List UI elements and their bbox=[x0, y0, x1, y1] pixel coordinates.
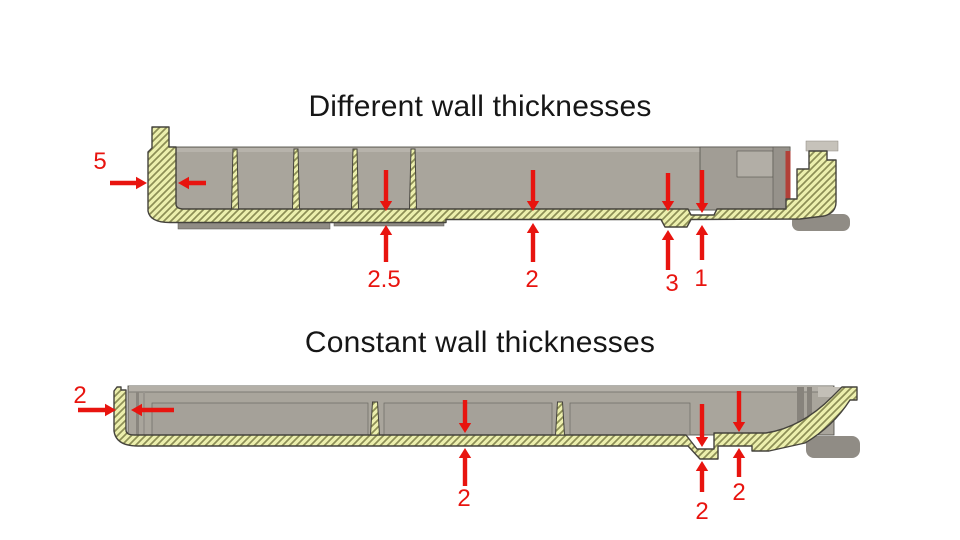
dimension-arrow bbox=[78, 403, 116, 417]
part-body-edge bbox=[807, 387, 812, 432]
rib bbox=[369, 401, 381, 436]
dimension-arrow bbox=[695, 225, 709, 260]
diagram-title-different: Different wall thicknesses bbox=[308, 90, 652, 123]
dimension-arrow bbox=[458, 448, 472, 486]
rib bbox=[554, 401, 566, 436]
part-body-edge bbox=[143, 392, 145, 435]
thickness-label: 2 bbox=[73, 382, 87, 409]
dimension-arrow bbox=[695, 461, 709, 492]
dimension-arrow bbox=[379, 225, 393, 262]
dimension-arrow bbox=[458, 400, 472, 433]
top-part-cross-section bbox=[147, 126, 850, 231]
dimension-arrow bbox=[526, 223, 540, 262]
part-body-block bbox=[818, 387, 842, 397]
rib bbox=[230, 148, 240, 210]
thickness-label: 1 bbox=[694, 265, 708, 292]
thickness-label: 5 bbox=[93, 148, 107, 175]
part-body-highlight bbox=[129, 386, 833, 392]
hatched-section-outline bbox=[113, 386, 858, 460]
thickness-label: 2 bbox=[457, 485, 471, 512]
thickness-label: 2 bbox=[732, 479, 746, 506]
dimension-arrow bbox=[131, 403, 174, 417]
thickness-label: 2 bbox=[525, 266, 539, 293]
part-body-block bbox=[569, 402, 691, 436]
rib bbox=[291, 148, 301, 210]
dimension-arrow bbox=[732, 448, 746, 477]
dimension-arrow bbox=[526, 170, 540, 211]
dimension-arrow bbox=[695, 170, 709, 213]
dimension-arrows-bottom bbox=[78, 391, 746, 492]
dimension-arrow bbox=[178, 176, 206, 190]
dimension-arrow bbox=[661, 173, 675, 211]
seal-stripe bbox=[785, 151, 791, 207]
dimension-arrow bbox=[379, 170, 393, 211]
dimension-arrow bbox=[661, 230, 675, 270]
part-body-edge bbox=[797, 387, 804, 432]
part-body-block bbox=[736, 150, 774, 178]
hatched-section-outline bbox=[147, 126, 837, 228]
rib bbox=[350, 148, 360, 210]
part-body-backing bbox=[806, 436, 860, 458]
thickness-label: 2.5 bbox=[367, 266, 401, 293]
part-body-highlight bbox=[175, 148, 789, 152]
part-body-block bbox=[383, 402, 553, 436]
thickness-label: 3 bbox=[665, 270, 679, 297]
thickness-label: 2 bbox=[695, 498, 709, 525]
dimension-arrow bbox=[110, 176, 147, 190]
part-body-block bbox=[805, 140, 839, 152]
dimension-arrow bbox=[695, 404, 709, 447]
part-body-block bbox=[151, 402, 369, 436]
part-body bbox=[173, 146, 791, 211]
dimension-arrow bbox=[732, 391, 746, 432]
dimension-arrows-top bbox=[110, 170, 709, 270]
bottom-part-cross-section bbox=[113, 385, 860, 460]
diagram-title-constant: Constant wall thicknesses bbox=[304, 326, 656, 359]
rib bbox=[408, 148, 418, 210]
